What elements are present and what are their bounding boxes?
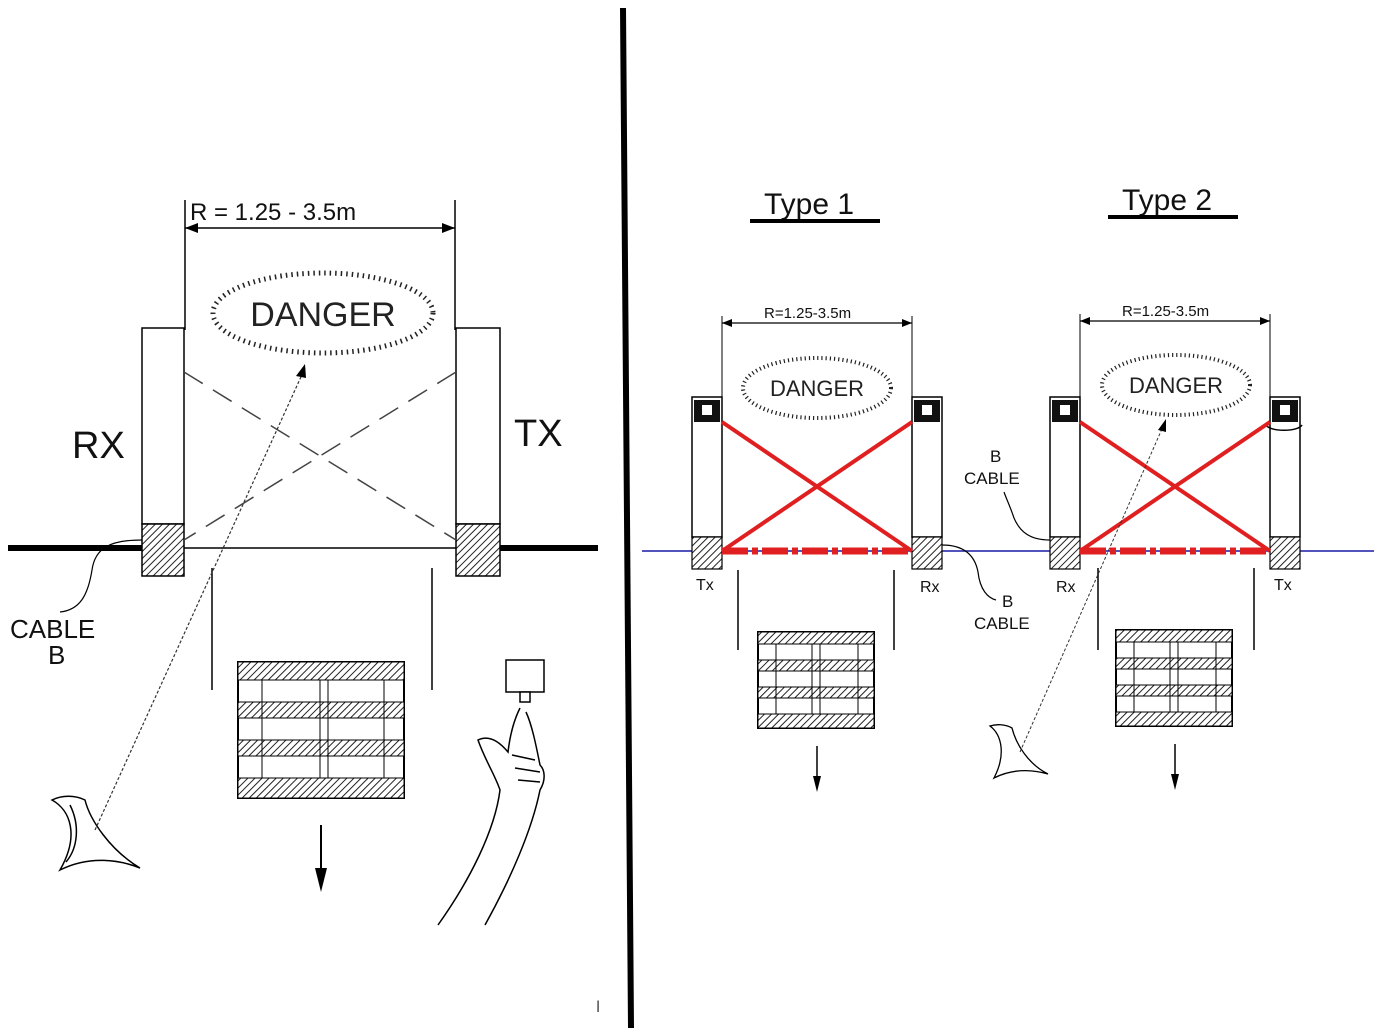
type2-tx-base <box>1269 536 1301 570</box>
sight-line <box>94 367 306 831</box>
type2-cable-label: B <box>990 447 1001 466</box>
sight-arrowhead <box>1158 419 1166 432</box>
danger-text: DANGER <box>250 296 395 334</box>
danger-ellipse <box>210 270 436 356</box>
direction-arrowhead <box>813 776 821 792</box>
eye-icon <box>988 724 1049 780</box>
arrow-left <box>185 223 198 233</box>
type2-cable-label: CABLE <box>964 469 1020 488</box>
type2-range-label: R=1.25-3.5m <box>1122 303 1209 320</box>
tx-base <box>455 523 501 577</box>
type1-beam <box>720 420 914 553</box>
tx-post <box>455 327 501 525</box>
beam <box>183 371 457 541</box>
type2-beam <box>1078 420 1272 553</box>
type1-left-unit-label: Tx <box>696 577 714 594</box>
type1-tx-base <box>691 536 723 570</box>
marker: ǀ <box>596 999 600 1016</box>
sight-line <box>1019 421 1166 753</box>
left-panel: R = 1.25 - 3.5m DANGER RX TX CABLE B <box>8 199 600 1016</box>
direction-arrowhead <box>1171 774 1179 790</box>
type1-rx-base <box>911 536 943 570</box>
arrow-right <box>442 223 455 233</box>
cable <box>59 539 143 613</box>
type1-pallet <box>757 631 875 729</box>
type1-danger-ellipse <box>741 356 893 420</box>
arrow-left <box>1080 317 1090 325</box>
type2-right-unit-label: Tx <box>1274 577 1292 594</box>
type1-title: Type 1 <box>764 188 854 221</box>
type2-title: Type 2 <box>1122 184 1212 217</box>
cable-label: B <box>48 640 65 670</box>
tx-label: TX <box>514 413 563 455</box>
rx-label: RX <box>72 425 125 467</box>
type2-danger-ellipse <box>1100 353 1252 417</box>
type1-cable-label: CABLE <box>974 614 1030 633</box>
arrow-left <box>722 319 732 327</box>
type2-left-unit-label: Rx <box>1056 579 1076 596</box>
type1-right-unit-label: Rx <box>920 579 940 596</box>
cable-label: CABLE <box>10 614 95 644</box>
rx-post <box>141 327 185 525</box>
type2-danger-text: DANGER <box>1129 373 1223 398</box>
type1-cable <box>941 544 997 601</box>
range-label: R = 1.25 - 3.5m <box>190 199 356 226</box>
hand-icon <box>437 659 545 926</box>
type1-range-label: R=1.25-3.5m <box>764 305 851 322</box>
panel-divider <box>620 7 634 1028</box>
type1-danger-text: DANGER <box>770 376 864 401</box>
arrow-right <box>1260 317 1270 325</box>
sight-arrowhead <box>296 364 306 378</box>
rx-base <box>141 523 185 577</box>
direction-arrowhead <box>315 868 327 892</box>
rotate-arrow-icon <box>1265 424 1303 431</box>
type2-pallet <box>1115 629 1233 727</box>
right-panel: Type 1 R=1.25-3.5m DANGER Tx Rx B CABLE <box>642 184 1374 792</box>
beam <box>183 371 457 541</box>
arrow-right <box>902 319 912 327</box>
type2-rx-base <box>1049 536 1081 570</box>
pallet <box>237 661 405 799</box>
type1-cable-label: B <box>1002 592 1013 611</box>
eye-icon <box>50 795 141 872</box>
type2-cable <box>1003 491 1051 541</box>
